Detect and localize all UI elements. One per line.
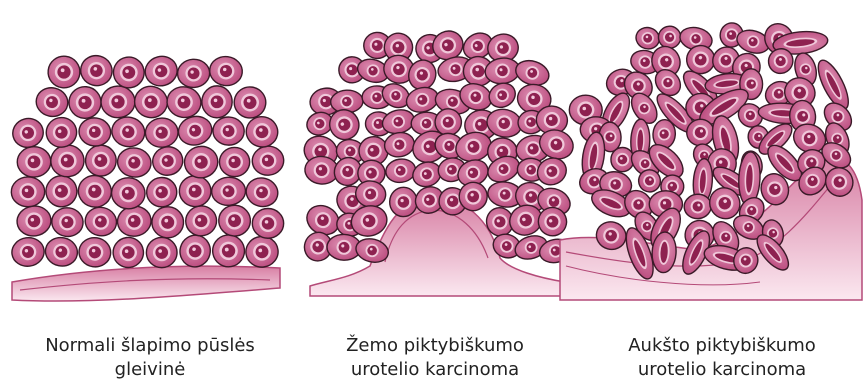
cell: [211, 176, 247, 206]
cell: [201, 85, 232, 118]
cell: [485, 79, 520, 112]
cell: [111, 236, 145, 270]
caption-normal-line-1: Normali šlapimo pūslės: [20, 334, 280, 358]
cell: [111, 55, 146, 91]
cell: [243, 175, 281, 210]
cell: [144, 117, 179, 148]
cell: [68, 85, 103, 119]
cell: [77, 236, 113, 269]
cell: [165, 84, 204, 120]
cell: [177, 58, 211, 88]
caption-normal: Normali šlapimo pūslės gleivinė: [20, 334, 280, 382]
caption-low-grade: Žemo piktybiškumo urotelio karcinoma: [305, 334, 565, 382]
cell: [34, 85, 71, 119]
cell: [611, 147, 634, 172]
cell: [243, 114, 280, 150]
cell: [44, 115, 80, 150]
cell: [109, 114, 148, 150]
caption-high-grade-line-1: Aukšto piktybiškumo: [592, 334, 852, 358]
cell: [10, 115, 47, 151]
cell: [49, 143, 86, 178]
cell: [77, 52, 115, 89]
cell: [218, 204, 252, 237]
caption-low-grade-line-2: urotelio karcinoma: [305, 358, 565, 382]
cell: [212, 116, 245, 146]
cell: [116, 204, 153, 238]
cell: [251, 145, 285, 177]
cell: [252, 208, 283, 238]
caption-high-grade-line-2: urotelio karcinoma: [592, 358, 852, 382]
caption-normal-line-2: gleivinė: [20, 358, 280, 382]
cell: [219, 147, 249, 176]
cell: [183, 203, 220, 239]
cell: [177, 232, 214, 270]
cell: [178, 174, 213, 208]
cell: [150, 144, 186, 179]
cell: [182, 144, 221, 181]
cell: [132, 83, 171, 120]
cell: [50, 206, 85, 239]
panel-high-grade: [560, 19, 862, 300]
cell: [146, 176, 178, 207]
cell: [10, 236, 46, 269]
cell: [232, 85, 268, 120]
cell: [100, 85, 135, 118]
panel-normal: [10, 52, 286, 301]
cell: [17, 146, 51, 177]
basement-membrane-normal: [12, 266, 280, 301]
cell: [633, 25, 661, 52]
cell: [11, 176, 45, 207]
cell: [84, 144, 118, 178]
cell: [384, 157, 417, 184]
cell: [43, 235, 80, 269]
caption-high-grade: Aukšto piktybiškumo urotelio karcinoma: [592, 334, 852, 382]
caption-low-grade-line-1: Žemo piktybiškumo: [305, 334, 565, 358]
cell: [115, 145, 153, 179]
cells-normal: [10, 52, 286, 270]
cell: [658, 25, 682, 49]
cell: [208, 55, 244, 88]
cell: [210, 233, 247, 270]
panel-low-grade: [299, 26, 577, 296]
cell: [75, 172, 115, 211]
cell: [176, 113, 215, 148]
cell: [43, 173, 79, 209]
cell: [46, 55, 81, 90]
cell: [77, 116, 112, 148]
cell: [146, 237, 177, 267]
cell: [142, 53, 180, 89]
cell: [15, 204, 53, 238]
cell: [244, 235, 280, 269]
cell: [151, 206, 185, 239]
cell: [82, 204, 119, 239]
cell: [389, 187, 417, 217]
cell: [110, 177, 146, 210]
